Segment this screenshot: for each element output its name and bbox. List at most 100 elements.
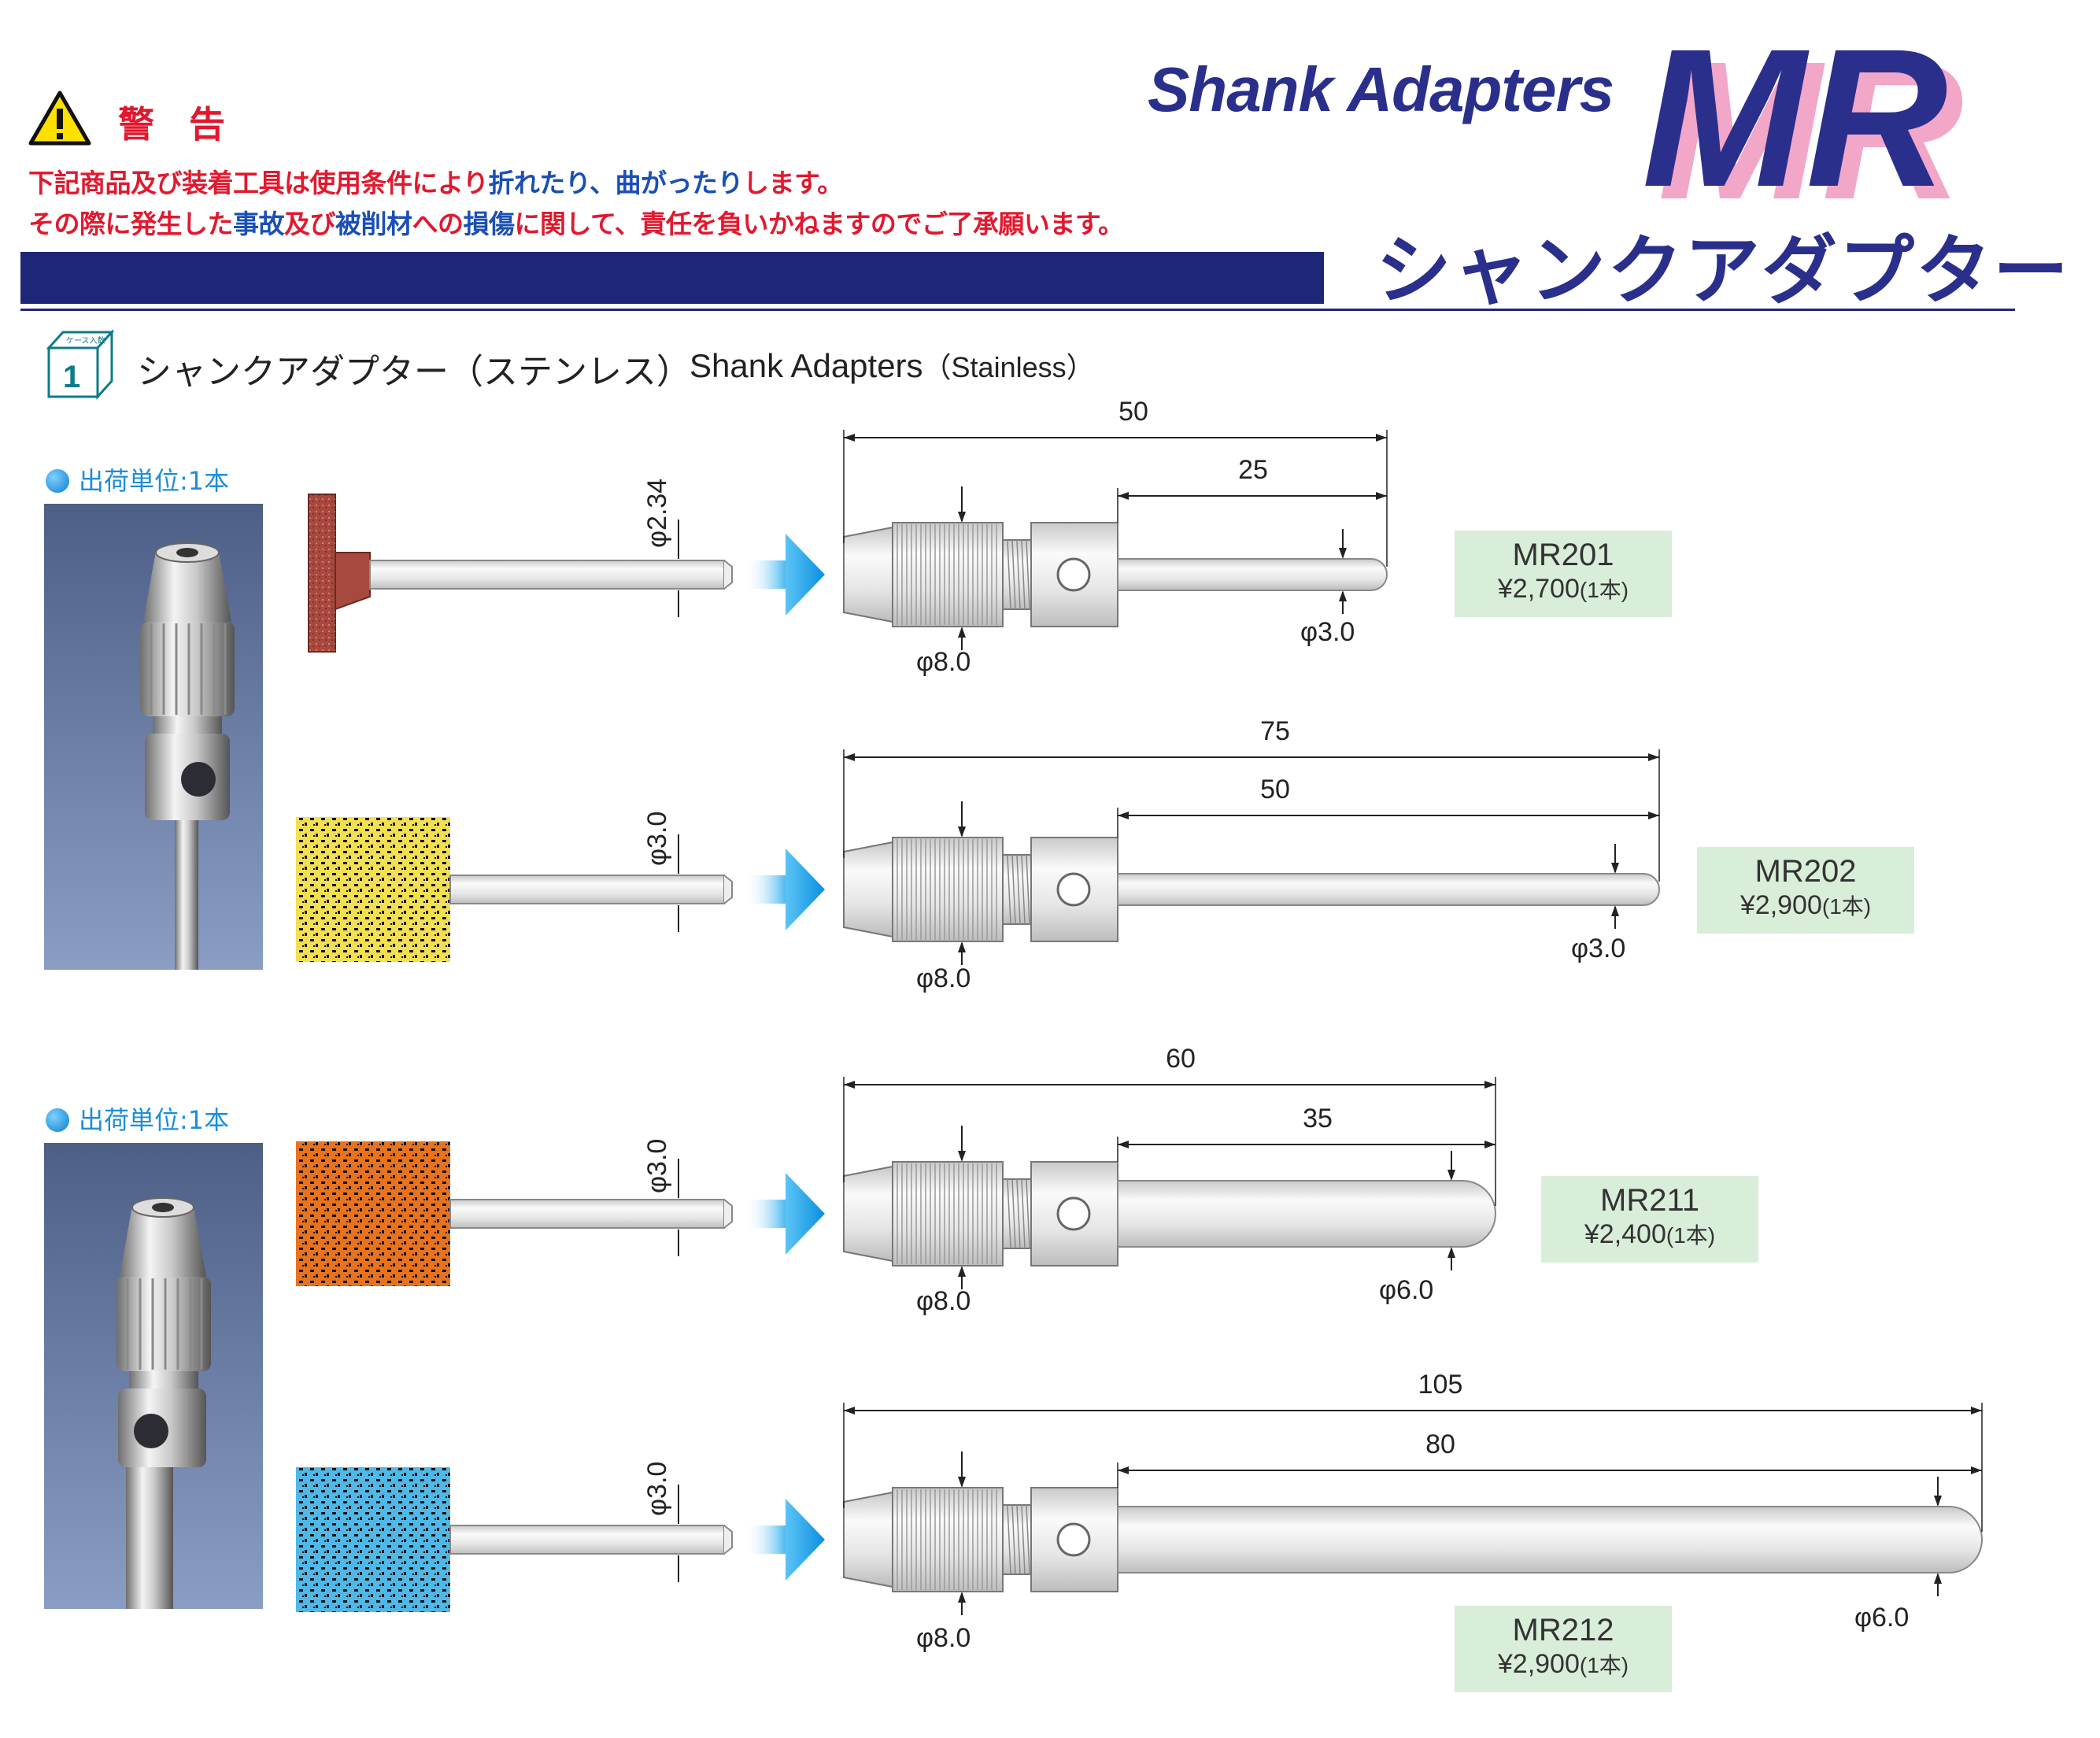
section-title-en: Shank Adapters（Stainless） [690, 347, 1095, 384]
shank-dia-arrow-bottom [1339, 590, 1347, 601]
set-screw-hole-icon [1056, 1522, 1091, 1557]
product-row-mr202 [296, 749, 1660, 965]
product-code: MR211 [1600, 1183, 1699, 1218]
thread-line [1011, 539, 1016, 610]
brand-english: Shank Adapters [1148, 54, 1614, 124]
overall-length-label: 50 [1118, 397, 1148, 427]
shank-dim-line-arrow-right [1376, 492, 1387, 500]
thread-line [1021, 539, 1026, 610]
set-screw-hole-icon [1056, 557, 1091, 592]
shank-dim-line-arrow-left [1118, 812, 1129, 819]
disc-hub [335, 552, 371, 611]
warning-title: 警 告 [118, 103, 237, 146]
thread-line [1021, 1504, 1026, 1575]
thread-line [1016, 1178, 1021, 1249]
bullet-icon [46, 1108, 69, 1132]
body-diameter-label: φ8.0 [916, 647, 971, 677]
shank-length-label: 50 [1260, 775, 1290, 804]
shank-dia-arrow-top [1611, 863, 1619, 874]
product-box-mr211: MR211 ¥2,400(1本) [1541, 1176, 1758, 1263]
bullet-icon [46, 469, 69, 493]
tool-shank-tip [723, 560, 733, 590]
shank-dia-arrow-bottom [1447, 1247, 1455, 1258]
tool-diameter-label: φ2.34 [642, 478, 672, 548]
body-dia-arrow-top [958, 1477, 966, 1488]
adapter-nose [843, 1165, 893, 1263]
arrow-right-icon [786, 1173, 825, 1255]
adapter-nose [843, 526, 893, 623]
overall-dim-line-arrow-right [1376, 434, 1387, 442]
body-dia-arrow-bottom [958, 1592, 966, 1603]
shank-length-label: 80 [1425, 1429, 1455, 1459]
ship-unit-label: 出荷単位:1本 [46, 461, 229, 497]
tool-diameter-label: φ3.0 [642, 811, 672, 866]
overall-dim-line-arrow-left [844, 1081, 855, 1089]
shank-diameter-label: φ6.0 [1379, 1275, 1434, 1305]
product-price: ¥2,900(1本) [1497, 1649, 1629, 1679]
tool-shank [449, 1199, 725, 1229]
header-bar [20, 252, 1324, 304]
overall-dim-line-arrow-right [1648, 753, 1659, 761]
product-box-mr212: MR212 ¥2,900(1本) [1455, 1606, 1672, 1692]
warning-line-2: その際に発生した事故及び被削材への損傷に関して、責任を負いかねますのでご了承願い… [28, 209, 1124, 239]
tool-shank [369, 560, 725, 590]
arrow-right-icon [786, 534, 825, 616]
product-box-mr202: MR202 ¥2,900(1本) [1697, 847, 1914, 934]
output-shank [1117, 1180, 1496, 1248]
adapter-nose [843, 841, 893, 938]
shank-dim-line-arrow-left [1118, 492, 1129, 500]
shank-dia-arrow-bottom [1934, 1573, 1942, 1584]
thread-line [1026, 854, 1030, 925]
case-box-icon: ケース入数 1 [46, 329, 115, 400]
thread-line [1011, 854, 1016, 925]
output-shank [1117, 558, 1388, 591]
body-diameter-label: φ8.0 [916, 1623, 971, 1653]
thread-line [1026, 1504, 1030, 1575]
warning-triangle-icon [28, 91, 91, 146]
case-box-number: 1 [63, 360, 80, 394]
shank-length-label: 35 [1303, 1104, 1333, 1133]
product-price: ¥2,900(1本) [1740, 890, 1872, 920]
abrasive-texture [296, 1467, 450, 1612]
overall-length-label: 105 [1418, 1370, 1463, 1400]
body-diameter-label: φ8.0 [916, 1286, 971, 1316]
tool-shank-tip [723, 1525, 733, 1555]
tool-shank [449, 875, 725, 904]
product-code: MR202 [1754, 854, 1857, 889]
knurled-collar [892, 1487, 1004, 1592]
knurled-collar [892, 837, 1004, 942]
shank-dia-arrow-top [1934, 1496, 1942, 1507]
thread-line [1007, 1178, 1011, 1249]
arrow-tail [745, 1525, 787, 1554]
shank-diameter-label: φ3.0 [1571, 934, 1626, 963]
warning-line-1: 下記商品及び装着工具は使用条件により折れたり、曲がったりします。 [28, 168, 843, 198]
output-shank [1117, 873, 1660, 906]
thread-line [1016, 539, 1021, 610]
ship-unit-label: 出荷単位:1本 [46, 1100, 229, 1137]
thread-line [1007, 1504, 1011, 1575]
overall-dim-line-arrow-right [1971, 1407, 1982, 1414]
overall-dim-line-arrow-right [1484, 1081, 1496, 1089]
thread-line [1016, 854, 1021, 925]
tool-shank-tip [723, 875, 733, 904]
overall-length-label: 75 [1260, 716, 1290, 746]
body-dia-arrow-top [958, 826, 966, 838]
arrow-tail [745, 1200, 787, 1228]
abrasive-texture [296, 817, 450, 962]
thread-line [1007, 854, 1011, 925]
body-dia-arrow-bottom [958, 627, 966, 638]
product-photo [44, 1143, 263, 1609]
product-row-mr201 [308, 430, 1388, 653]
product-price: ¥2,400(1本) [1584, 1219, 1716, 1249]
overall-dim-line-arrow-left [844, 753, 855, 761]
brand-japanese: シャンクアダプター [1376, 227, 2070, 315]
mr-logo: MR MR [1642, 24, 1964, 213]
shank-diameter-label: φ3.0 [1300, 617, 1355, 647]
body-diameter-label: φ8.0 [916, 963, 971, 993]
overall-dim-line-arrow-left [844, 434, 855, 442]
shank-dim-line-arrow-left [1118, 1466, 1129, 1474]
shank-dia-arrow-top [1339, 548, 1347, 559]
product-box-mr201: MR201 ¥2,700(1本) [1455, 531, 1672, 617]
shank-dia-arrow-top [1447, 1170, 1455, 1181]
